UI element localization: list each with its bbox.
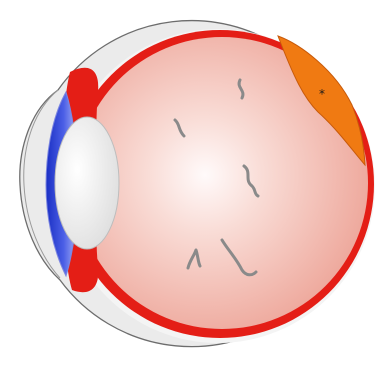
detachment-mark: * [319, 87, 325, 101]
lens [55, 117, 119, 249]
